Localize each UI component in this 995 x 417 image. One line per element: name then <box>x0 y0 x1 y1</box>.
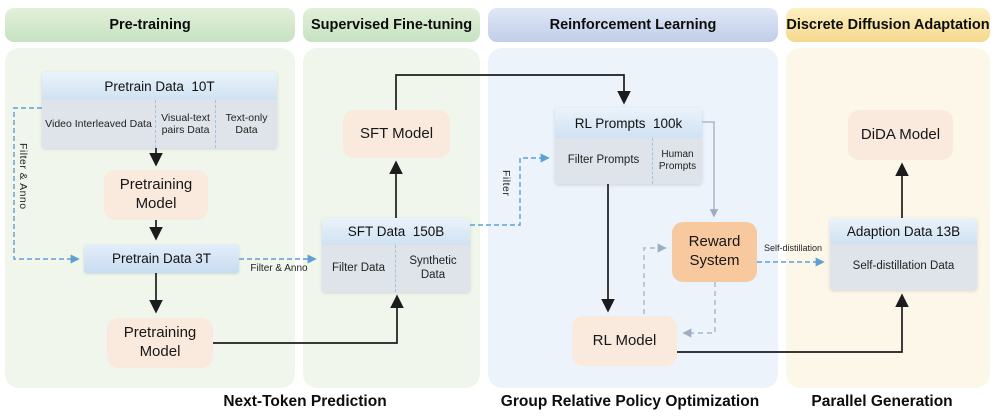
cell-filter-prompts: Filter Prompts <box>567 154 640 167</box>
adaption-data-13b-box: Adaption Data 13B Self-distillation Data <box>830 218 977 290</box>
pretraining-model-box-1: Pretraining Model <box>104 170 208 220</box>
self-distillation-label: Self-distillation <box>763 243 823 253</box>
pretrain-data-3t-box: Pretrain Data 3T <box>84 244 239 273</box>
rl-prompts-100k-title: RL Prompts 100k <box>555 108 702 138</box>
pretrain-data-10t-title: Pretrain Data 10T <box>42 72 277 100</box>
stage-header-dida: Discrete Diffusion Adaptation <box>786 8 990 42</box>
pretrain-data-10t-box: Pretrain Data 10T Video Interleaved Data… <box>42 72 277 148</box>
cell-visual-text-pairs-data: Visual-text pairs Data <box>155 100 215 148</box>
filter-vertical-label: Filter <box>500 170 512 197</box>
stage-header-sft-label: Supervised Fine-tuning <box>310 17 473 33</box>
filter-anno-horizontal-label: Filter & Anno <box>250 263 308 274</box>
filter-anno-vertical-label: Filter & Anno <box>17 143 29 210</box>
stage-header-pretraining: Pre-training <box>5 8 295 42</box>
stage-header-rl-label: Reinforcement Learning <box>549 17 717 33</box>
sft-model-box: SFT Model <box>343 110 450 158</box>
sft-data-150b-title: SFT Data 150B <box>322 218 470 245</box>
sft-data-150b-box: SFT Data 150B Filter Data Synthetic Data <box>322 218 470 292</box>
stage-header-dida-label: Discrete Diffusion Adaptation <box>786 17 990 33</box>
dida-model-box: DiDA Model <box>848 110 953 160</box>
cell-human-prompts: Human Prompts <box>652 138 702 184</box>
reward-system-box: Reward System <box>672 222 757 282</box>
cell-text-only-data: Text-only Data <box>215 100 277 148</box>
cell-filter-data: Filter Data <box>331 261 386 274</box>
caption-parallel-generation: Parallel Generation <box>811 393 953 410</box>
stage-header-pretraining-label: Pre-training <box>109 17 191 33</box>
stage-header-sft: Supervised Fine-tuning <box>303 8 480 42</box>
caption-next-token-prediction: Next-Token Prediction <box>223 393 387 410</box>
cell-self-distillation-data: Self-distillation Data <box>852 260 955 273</box>
pretraining-model-box-2: Pretraining Model <box>107 318 213 368</box>
cell-synthetic-data: Synthetic Data <box>395 245 470 292</box>
adaption-data-13b-title: Adaption Data 13B <box>830 218 977 244</box>
rl-model-box: RL Model <box>572 316 677 366</box>
rl-prompts-100k-box: RL Prompts 100k Filter Prompts Human Pro… <box>555 108 702 184</box>
caption-grpo: Group Relative Policy Optimization <box>500 393 760 410</box>
stage-header-rl: Reinforcement Learning <box>488 8 778 42</box>
cell-video-interleaved-data: Video Interleaved Data <box>45 117 152 130</box>
